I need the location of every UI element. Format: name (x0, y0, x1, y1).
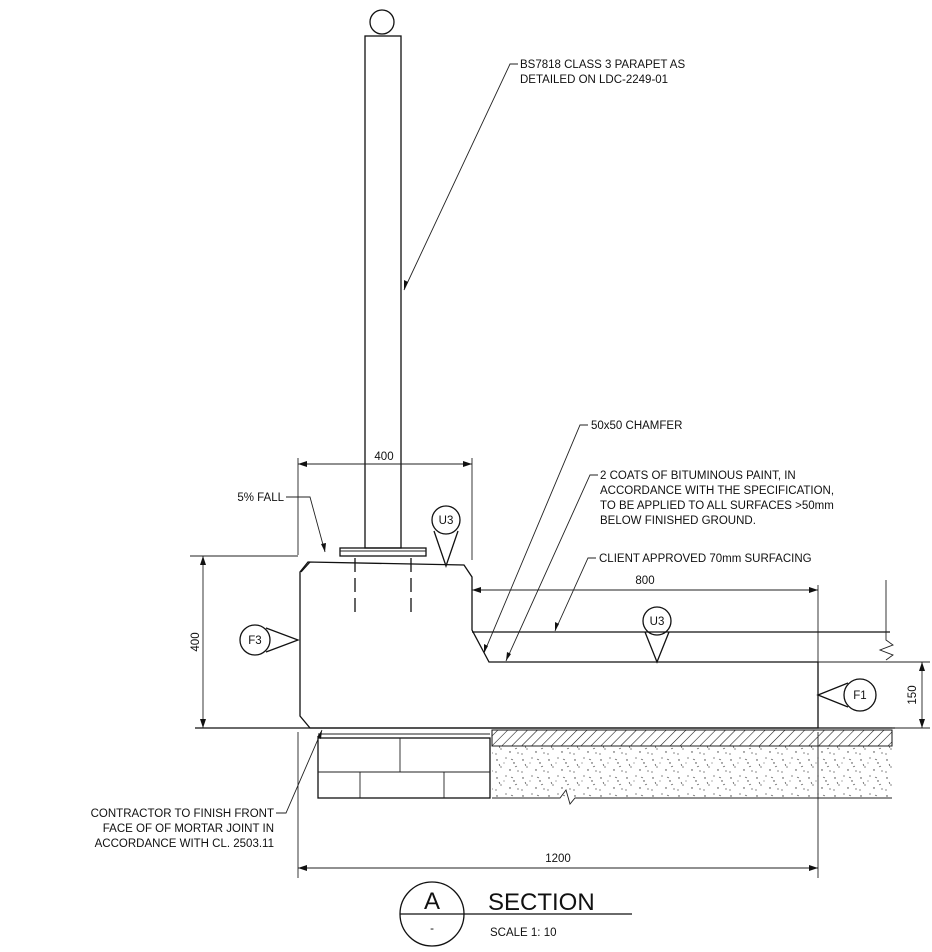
section-scale: SCALE 1: 10 (490, 927, 556, 939)
finish-tag-u3-right-label: U3 (650, 616, 665, 628)
plinth-outline (299, 561, 819, 729)
finish-tag-u3-top (431, 505, 461, 569)
finish-tag-f1 (816, 678, 877, 712)
note-parapet-line-2: DETAILED ON LDC-2249-01 (520, 74, 668, 86)
dim-top-label: 400 (374, 451, 393, 463)
finish-tag-u3-top-label: U3 (439, 515, 454, 527)
note-bituminous-line-4: BELOW FINISHED GROUND. (600, 515, 756, 527)
finish-tag-u3-right (642, 606, 672, 664)
note-surfacing: CLIENT APPROVED 70mm SURFACING (599, 553, 812, 565)
finish-tag-f3-label: F3 (248, 635, 261, 647)
section-title: SECTION (488, 889, 595, 916)
finish-tag-f3 (239, 624, 300, 656)
dim-right-label: 800 (635, 575, 654, 587)
blockwork (317, 733, 491, 799)
parapet-post (339, 9, 427, 618)
granular-fill (492, 746, 892, 798)
dimension-bottom-1200 (297, 732, 819, 878)
note-parapet-line-1: BS7818 CLASS 3 PARAPET AS (520, 59, 685, 71)
finish-tag-f1-label: F1 (853, 690, 866, 702)
note-bituminous-line-2: ACCORDANCE WITH THE SPECIFICATION, (600, 485, 834, 497)
note-contractor-line-3: ACCORDANCE WITH CL. 2503.11 (95, 838, 274, 850)
dimension-right-800 (472, 585, 819, 662)
dimension-left-400 (190, 555, 298, 728)
note-contractor-line-1: CONTRACTOR TO FINISH FRONT (91, 808, 274, 820)
note-bituminous-line-3: TO BE APPLIED TO ALL SURFACES >50mm (600, 500, 834, 512)
dimension-top-400 (297, 458, 473, 560)
hatched-layer (491, 729, 893, 747)
note-chamfer: 50x50 CHAMFER (591, 420, 682, 432)
dimension-right-150 (818, 661, 930, 729)
leader-lines (276, 63, 598, 814)
note-contractor-line-2: FACE OF OF MORTAR JOINT IN (103, 823, 274, 835)
dim-left-label: 400 (190, 632, 202, 651)
section-letter: A (424, 888, 440, 915)
section-sub: - (430, 923, 434, 935)
note-bituminous-line-1: 2 COATS OF BITUMINOUS PAINT, IN (600, 470, 796, 482)
note-fall: 5% FALL (237, 492, 284, 504)
section-marker (399, 881, 632, 947)
dim-bottom-label: 1200 (545, 853, 571, 865)
dim-150-label: 150 (907, 685, 919, 704)
